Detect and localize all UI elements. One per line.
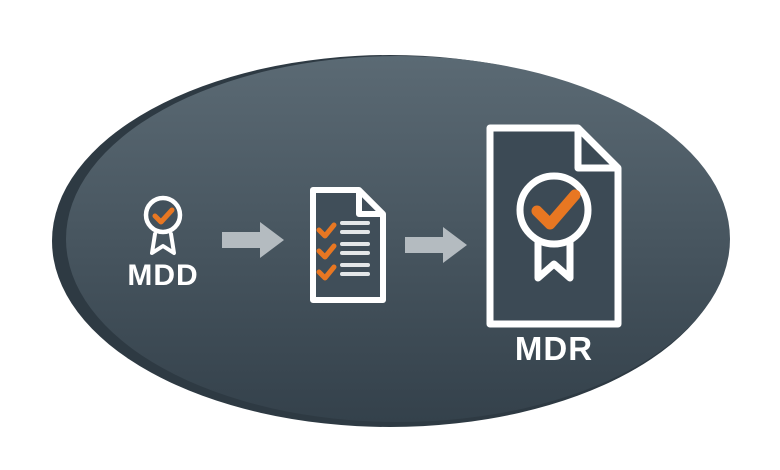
checklist-step [310, 187, 386, 303]
mdr-label: MDR [515, 330, 593, 367]
arrow-right-icon [222, 222, 284, 258]
row-text-line [340, 272, 370, 276]
checklist-row [316, 221, 370, 239]
row-checkmark [316, 243, 337, 260]
medal-circle [143, 195, 183, 235]
row-text-line [340, 221, 370, 225]
row-text-line [340, 242, 370, 246]
arrow-shape [405, 227, 467, 263]
mdd-label: MDD [127, 259, 198, 292]
document-fold-corner [356, 190, 383, 217]
checklist-document-icon [310, 187, 386, 303]
certificate-ribbon [534, 232, 574, 282]
certificate-circle [516, 172, 592, 248]
checklist-row [316, 242, 370, 260]
background-ellipse [66, 56, 730, 422]
arrow-right-icon [405, 227, 467, 263]
row-checkmark [316, 264, 337, 281]
checklist-row [316, 263, 370, 281]
mdd-step: MDD [127, 195, 198, 292]
medal-ribbon [150, 232, 176, 255]
document-fold-corner [574, 128, 618, 172]
row-text-line [340, 251, 370, 255]
mdr-step: MDR [486, 124, 622, 367]
arrow-shape [222, 222, 284, 258]
medal-checkmark [152, 207, 175, 225]
medal-icon [143, 195, 183, 255]
row-text-line [340, 230, 370, 234]
certificate-checkmark [531, 189, 581, 230]
row-checkmark [316, 222, 337, 239]
row-text-line [340, 263, 370, 267]
certificate-document-icon [486, 124, 622, 328]
